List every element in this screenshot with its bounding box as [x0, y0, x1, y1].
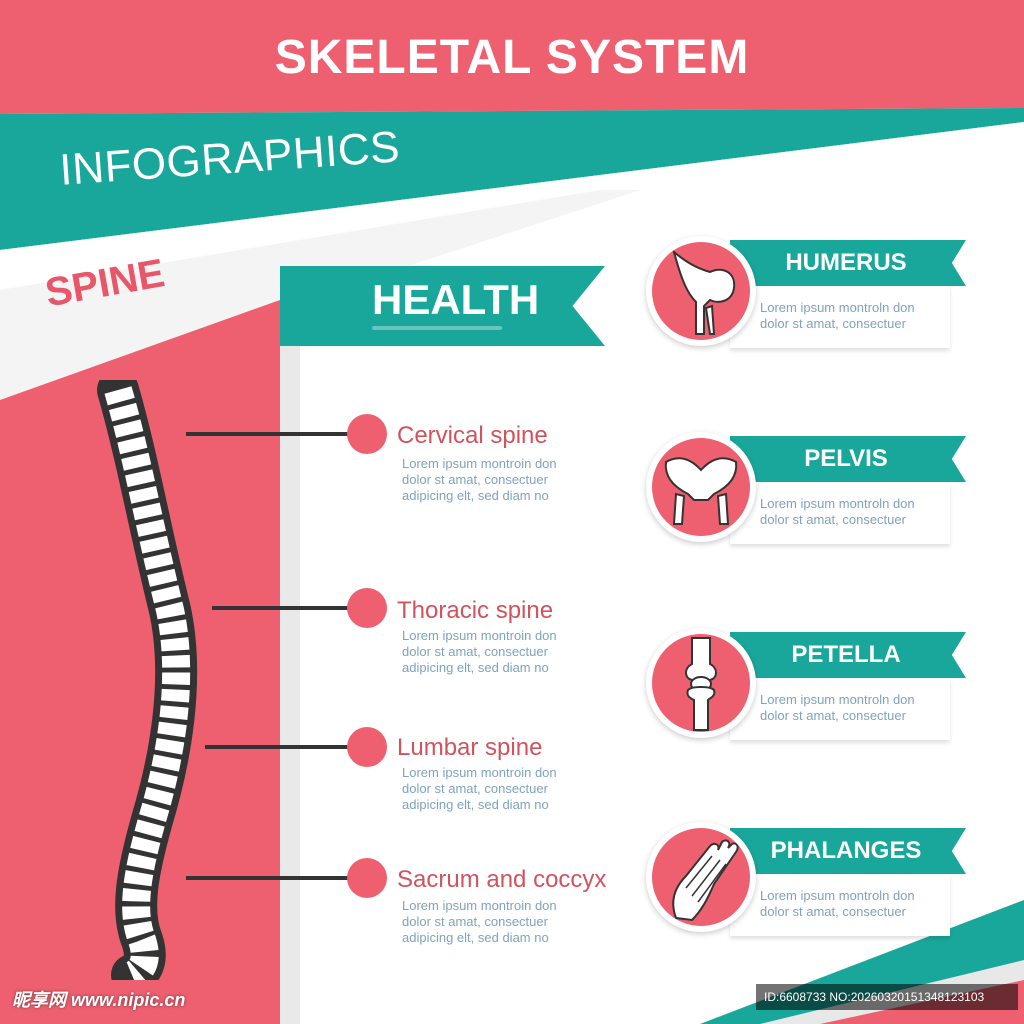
bone-card-body [730, 286, 950, 348]
bone-card-phalanges: PHALANGES Lorem ipsum montroln don dolor… [730, 828, 966, 938]
knee-icon [685, 637, 717, 731]
bone-circle-phalanges [646, 822, 756, 932]
bone-card-body [730, 678, 950, 740]
pelvis-icon [664, 457, 738, 525]
connector-line [186, 432, 356, 436]
bone-name: HUMERUS [785, 249, 907, 276]
bone-banner [730, 240, 966, 286]
foot-bones-icon [672, 839, 739, 922]
watermark-text: 昵享网 www.nipic.cn [12, 990, 186, 1010]
bone-circle-humerus [646, 236, 756, 346]
connector-line [205, 745, 357, 749]
bone-circle-petella [646, 628, 756, 738]
bone-card-body [730, 482, 950, 544]
health-banner [280, 266, 605, 346]
bone-card-humerus: HUMERUS Lorem ipsum montroln don dolor s… [730, 240, 966, 350]
segment-label: Lumbar spine [397, 734, 543, 761]
page-title: SKELETAL SYSTEM [274, 31, 750, 84]
bone-name: PHALANGES [770, 837, 922, 864]
segment-dot [347, 588, 387, 628]
bone-name: PELVIS [804, 445, 888, 472]
bone-card-petella: PETELLA Lorem ipsum montroln don dolor s… [730, 632, 966, 742]
knee-joint-icon [672, 249, 736, 335]
connector-line [212, 606, 357, 610]
segment-dot [347, 858, 387, 898]
bone-banner [730, 828, 966, 874]
bone-description: Lorem ipsum montroln don dolor st amat, … [760, 888, 915, 919]
health-subline [372, 326, 502, 330]
segment-label: Cervical spine [397, 422, 548, 449]
bone-banner [730, 436, 966, 482]
bone-card-pelvis: PELVIS Lorem ipsum montroln don dolor st… [730, 436, 966, 546]
bone-card-body [730, 874, 950, 936]
bone-banner [730, 632, 966, 678]
image-id-badge: ID:6608733 NO:20260320151348123103 [756, 984, 1018, 1010]
bone-description: Lorem ipsum montroln don dolor st amat, … [760, 692, 915, 723]
segment-label: Thoracic spine [397, 597, 554, 624]
segment-description: Lorem ipsum montroin don dolor st amat, … [402, 898, 557, 945]
spine-illustration-icon [97, 380, 198, 980]
segment-description: Lorem ipsum montroin don dolor st amat, … [402, 456, 557, 503]
bone-name: PETELLA [791, 641, 901, 668]
bone-circle-pelvis [646, 432, 756, 542]
segment-description: Lorem ipsum montroin don dolor st amat, … [402, 765, 557, 812]
segment-label: Sacrum and coccyx [397, 866, 607, 893]
health-heading: HEALTH [372, 276, 540, 323]
segment-dot [347, 727, 387, 767]
connector-line [186, 876, 357, 880]
segment-dot [347, 414, 387, 454]
bone-description: Lorem ipsum montroln don dolor st amat, … [760, 496, 915, 527]
segment-description: Lorem ipsum montroin don dolor st amat, … [402, 628, 557, 675]
bone-description: Lorem ipsum montroln don dolor st amat, … [760, 300, 915, 331]
